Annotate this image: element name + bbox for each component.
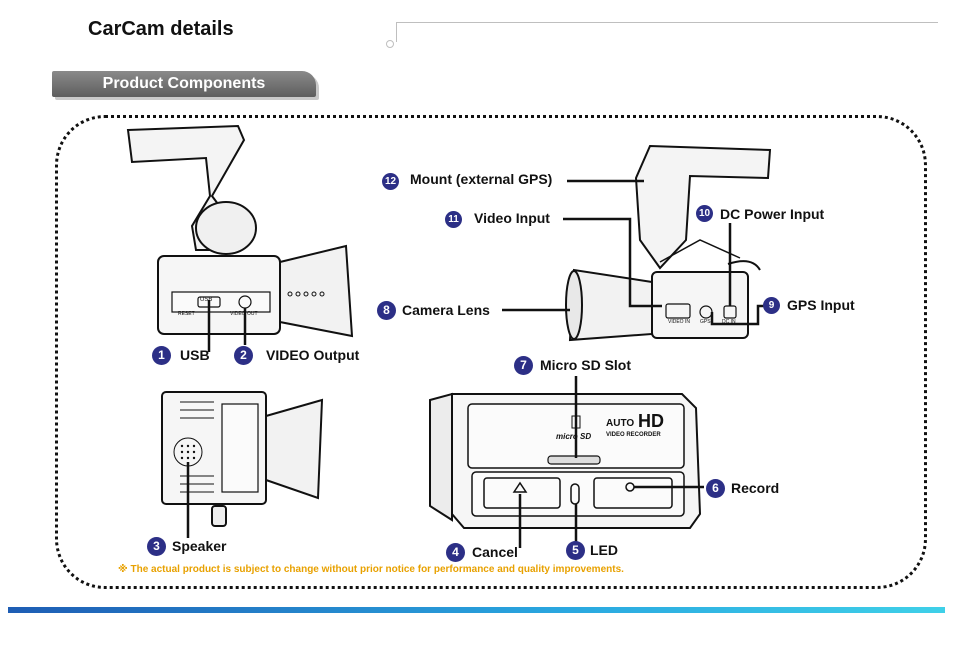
callout-label-mount: Mount (external GPS) [410, 171, 553, 187]
disclaimer-note: ※ The actual product is subject to chang… [118, 564, 624, 575]
micro-sd-text: micro SD [556, 432, 592, 441]
callout-badge-8: 8 [377, 301, 396, 320]
header-rule-stem [396, 22, 397, 42]
callout-badge-4: 4 [446, 543, 465, 562]
callout-label-camera-lens: Camera Lens [402, 302, 490, 318]
leader-gps-input [710, 304, 764, 326]
brand-auto: AUTO [606, 418, 635, 429]
callout-label-micro-sd-slot: Micro SD Slot [540, 357, 632, 373]
video-in-port-text: VIDEO IN [668, 319, 690, 325]
callout-label-speaker: Speaker [172, 538, 227, 554]
dc-in-port-text: DC IN [722, 319, 736, 325]
callout-label-dc-power-input: DC Power Input [720, 206, 825, 222]
callout-badge-9: 9 [763, 297, 780, 314]
callout-label-video-input: Video Input [474, 210, 550, 226]
callout-label-usb: USB [180, 347, 210, 363]
reset-text: RESET [178, 311, 195, 317]
callout-badge-6: 6 [706, 479, 725, 498]
footer-gradient-bar [8, 607, 945, 613]
header-rule [396, 22, 938, 23]
brand-sub: VIDEO RECORDER [606, 432, 661, 438]
callout-badge-5: 5 [566, 541, 585, 560]
device-side-view-mount [126, 124, 354, 338]
callout-label-led: LED [590, 542, 618, 558]
callout-label-cancel: Cancel [472, 544, 518, 560]
callout-badge-11: 11 [445, 211, 462, 228]
callout-badge-7: 7 [514, 356, 533, 375]
callout-badge-1: 1 [152, 346, 171, 365]
callout-label-video-output: VIDEO Output [266, 347, 360, 363]
components-frame [55, 115, 927, 589]
callout-badge-3: 3 [147, 537, 166, 556]
device-speaker-view [161, 391, 324, 527]
device-rear-view [565, 144, 772, 342]
usb-port-text: USB [200, 297, 213, 303]
brand-hd: HD [638, 411, 664, 431]
callout-label-gps-input: GPS Input [787, 297, 855, 313]
gps-port-text: GPS [700, 319, 711, 325]
video-out-port-text: VIDEO OUT [230, 311, 258, 317]
callout-badge-10: 10 [696, 205, 713, 222]
callout-label-record: Record [731, 480, 780, 496]
page-title: CarCam details [88, 18, 234, 40]
section-tab-product-components: Product Components [52, 71, 316, 97]
callout-badge-12: 12 [382, 173, 399, 190]
device-front-panel [429, 392, 702, 529]
callout-badge-2: 2 [234, 346, 253, 365]
header-rule-dot [386, 40, 394, 48]
leader-video-input [563, 217, 662, 308]
